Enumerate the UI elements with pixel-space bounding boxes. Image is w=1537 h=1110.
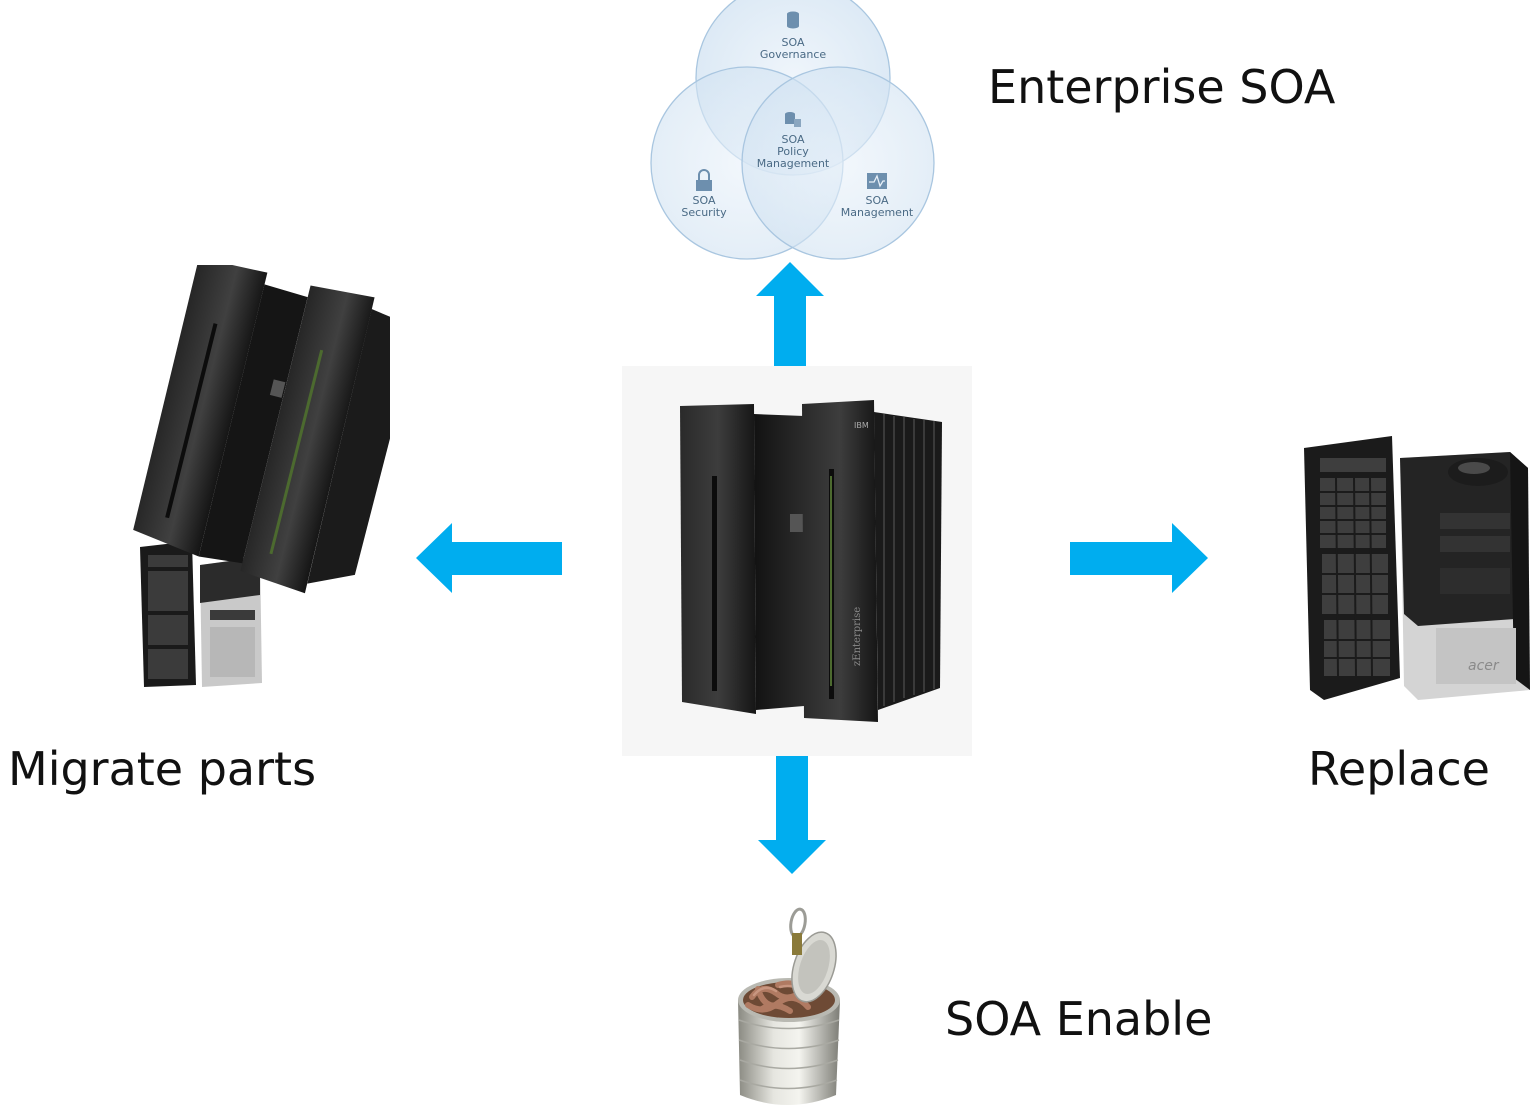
migrate-parts-illustration [100,265,390,695]
arrow-left [416,523,562,593]
replace-illustration: acer [1300,428,1532,703]
arrow-up [756,262,824,370]
database-icon [787,11,799,29]
mainframe-brand-text: IBM [854,421,869,430]
soa-venn-diagram: SOA Governance SOA Policy Management SOA… [645,0,940,265]
lock-icon [696,169,712,191]
arrow-right [1070,523,1208,593]
migrate-parts-label: Migrate parts [8,742,317,796]
desktop-pc-icon: acer [1304,436,1530,700]
venn-security-line1: SOA [693,194,716,207]
mainframe-on-pc-icon [133,265,390,687]
venn-policy-line2: Policy [777,145,809,158]
can-of-worms-icon [738,907,840,1105]
policy-database-icon [785,112,801,127]
venn-security-line2: Security [681,206,727,219]
venn-governance-line1: SOA [782,36,805,49]
mainframe-panel: IBM zEnterprise [622,366,972,756]
venn-policy-line3: Management [757,157,830,170]
enterprise-soa-label: Enterprise SOA [988,60,1336,114]
arrow-down [758,756,826,874]
venn-governance-line2: Governance [760,48,827,61]
replace-label: Replace [1308,742,1490,796]
mainframe-model-text: zEnterprise [852,607,863,666]
venn-management-line1: SOA [866,194,889,207]
soa-enable-label: SOA Enable [945,992,1213,1046]
mainframe-icon: IBM zEnterprise [680,400,942,722]
venn-management-line2: Management [841,206,914,219]
pc-brand-text: acer [1468,658,1500,674]
venn-policy-line1: SOA [782,133,805,146]
soa-enable-illustration [718,905,858,1110]
activity-monitor-icon [867,173,887,189]
